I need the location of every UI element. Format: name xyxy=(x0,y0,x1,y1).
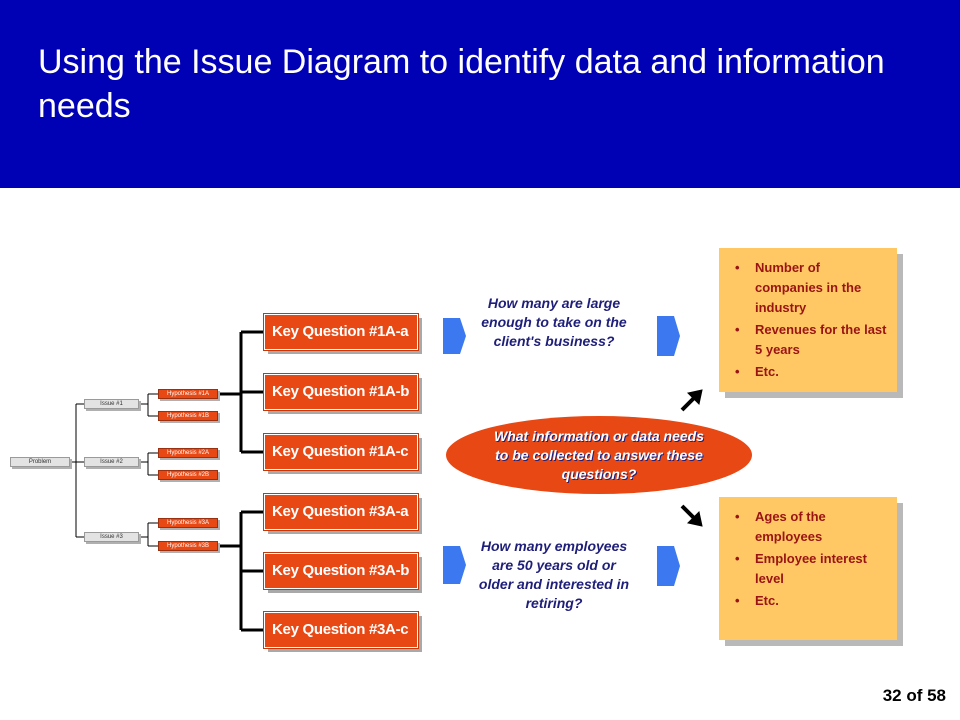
key-question-box: Key Question #1A-c xyxy=(263,433,419,471)
note-bottom: Ages of the employees Employee interest … xyxy=(719,497,897,640)
note-item: Ages of the employees xyxy=(735,507,887,547)
hypothesis-box: Hypothesis #2A xyxy=(158,448,218,458)
center-question: What information or data needs to be col… xyxy=(494,427,705,482)
note-item: Number of companies in the industry xyxy=(735,258,887,318)
question-top: How many are large enough to take on the… xyxy=(481,295,627,349)
slide-title: Using the Issue Diagram to identify data… xyxy=(38,43,885,125)
problem-box: Problem xyxy=(10,457,70,467)
key-question-box: Key Question #3A-c xyxy=(263,611,419,649)
key-question-box: Key Question #3A-a xyxy=(263,493,419,531)
page-number: 32 of 58 xyxy=(882,686,946,705)
key-question-box: Key Question #1A-b xyxy=(263,373,419,411)
note-item: Etc. xyxy=(735,362,887,382)
note-item: Etc. xyxy=(735,591,887,611)
note-top: Number of companies in the industry Reve… xyxy=(719,248,897,392)
note-item: Revenues for the last 5 years xyxy=(735,320,887,360)
hypothesis-box: Hypothesis #3A xyxy=(158,518,218,528)
hypothesis-box: Hypothesis #2B xyxy=(158,470,218,480)
issue-box: Issue #2 xyxy=(84,457,139,467)
key-question-box: Key Question #3A-b xyxy=(263,552,419,590)
hypothesis-box: Hypothesis #1B xyxy=(158,411,218,421)
note-item: Employee interest level xyxy=(735,549,887,589)
issue-box: Issue #3 xyxy=(84,532,139,542)
key-question-box: Key Question #1A-a xyxy=(263,313,419,351)
hypothesis-box: Hypothesis #3B xyxy=(158,541,218,551)
issue-box: Issue #1 xyxy=(84,399,139,409)
block-arrows xyxy=(443,316,680,586)
hypothesis-box: Hypothesis #1A xyxy=(158,389,218,399)
question-bottom: How many employees are 50 years old or o… xyxy=(478,538,630,611)
title-bar: Using the Issue Diagram to identify data… xyxy=(0,0,960,188)
center-question-ellipse: What information or data needs to be col… xyxy=(446,416,752,494)
